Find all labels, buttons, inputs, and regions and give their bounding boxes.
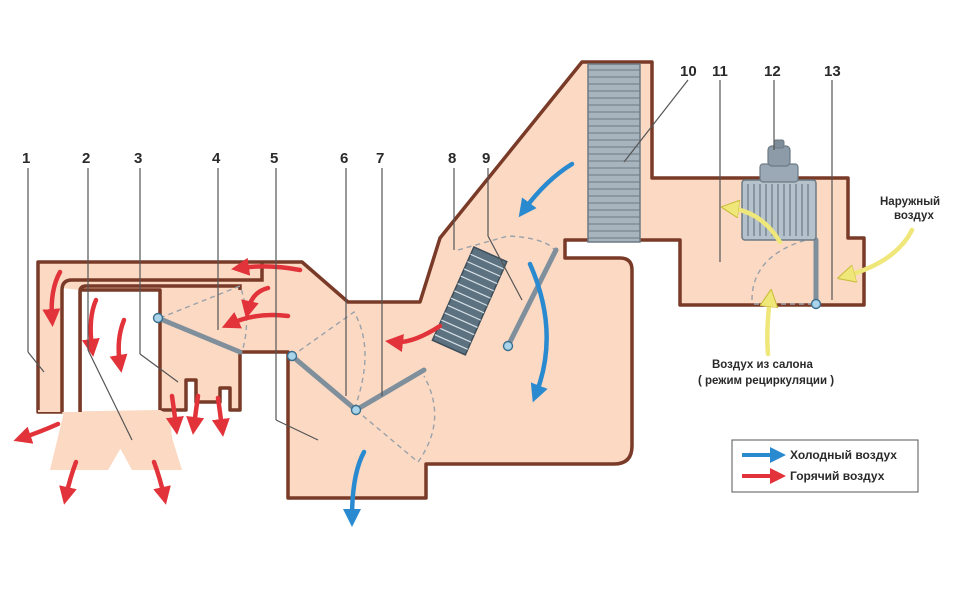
dampers [155,237,819,413]
callout-4: 4 [212,150,221,167]
duct-gap [62,288,80,412]
blower-fan [741,139,817,241]
callout-9: 9 [482,150,490,167]
callout-3: 3 [134,150,142,167]
pivot-6 [350,404,362,416]
inner-duct-line [60,262,264,412]
duct-body [36,60,866,500]
main-housing [36,60,866,500]
flap-4 [155,315,243,355]
flap-9 [505,247,559,349]
legend-box [731,439,919,493]
outside-air-arrows [730,208,915,357]
evaporator [587,63,641,243]
outside-air-label-2: воздух [894,210,934,222]
pivot-5 [286,350,298,362]
callout-5: 5 [270,150,278,167]
leader-lines [27,79,833,441]
callout-7: 7 [376,150,384,167]
legend: Холодный воздух Горячий воздух [731,439,919,493]
callout-8: 8 [448,150,456,167]
callout-2: 2 [82,150,90,167]
legend-cold-label: Холодный воздух [790,448,897,462]
callout-6: 6 [340,150,348,167]
cabin-air-label: Воздух из салона [712,359,813,371]
callout-10: 10 [680,63,697,80]
heater-core [431,246,508,356]
cold-air-arrows [343,161,575,527]
callout-numbers: 1 2 3 4 5 6 7 8 9 10 11 12 13 [22,63,841,167]
pivots [152,298,822,416]
callout-11: 11 [712,63,728,80]
callout-13: 13 [824,63,841,80]
hot-air-arrows [13,257,443,505]
legend-hot-label: Горячий воздух [790,469,885,483]
pivot-4 [152,312,164,324]
outside-air-label: Наружный [880,196,940,208]
flap-5 [289,353,359,413]
callout-1: 1 [22,150,30,167]
flap-7 [353,367,427,413]
pivot-9 [502,340,514,352]
cabin-air-label-2: ( режим рециркуляции ) [698,375,834,387]
air-source-labels: Наружный воздух Воздух из салона ( режим… [698,196,940,387]
inner-duct-line-b [78,284,242,412]
callout-12: 12 [764,63,781,80]
pivot-13 [810,298,822,310]
floor-outlet [42,410,182,470]
